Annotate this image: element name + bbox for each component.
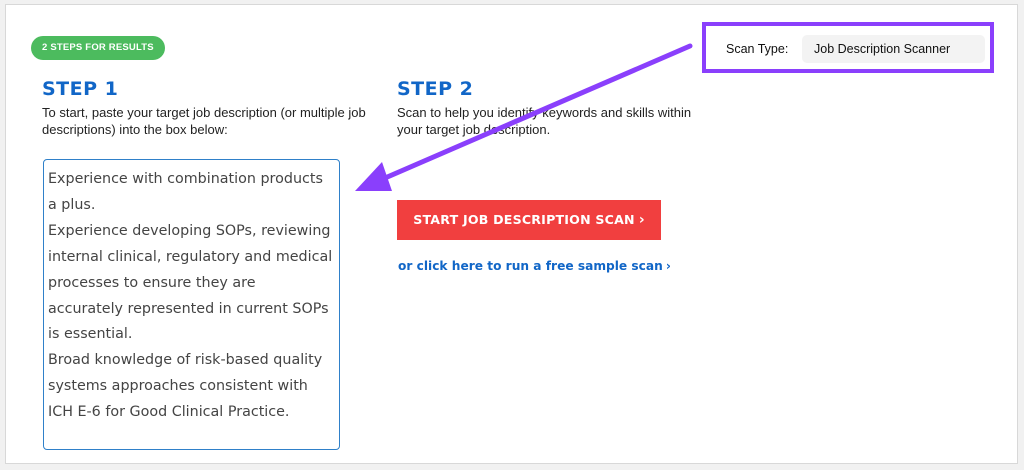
start-scan-button[interactable]: START JOB DESCRIPTION SCAN› bbox=[397, 200, 661, 240]
scan-type-label: Scan Type: bbox=[726, 42, 789, 56]
start-scan-button-label: START JOB DESCRIPTION SCAN bbox=[413, 212, 635, 227]
step2-title: STEP 2 bbox=[397, 78, 474, 100]
step1-title: STEP 1 bbox=[42, 78, 119, 100]
sample-scan-link-label: or click here to run a free sample scan bbox=[398, 259, 663, 273]
chevron-right-icon: › bbox=[638, 212, 645, 228]
sample-scan-link[interactable]: or click here to run a free sample scan› bbox=[398, 259, 671, 273]
scan-type-highlight: Scan Type: Job Description Scanner bbox=[702, 22, 994, 73]
job-description-textarea[interactable] bbox=[43, 159, 340, 450]
scan-type-select[interactable]: Job Description Scanner bbox=[802, 35, 985, 63]
chevron-right-icon: › bbox=[665, 259, 671, 273]
step1-description: To start, paste your target job descript… bbox=[42, 105, 366, 137]
step2-description: Scan to help you identify keywords and s… bbox=[397, 105, 692, 137]
steps-badge: 2 STEPS FOR RESULTS bbox=[31, 36, 165, 60]
